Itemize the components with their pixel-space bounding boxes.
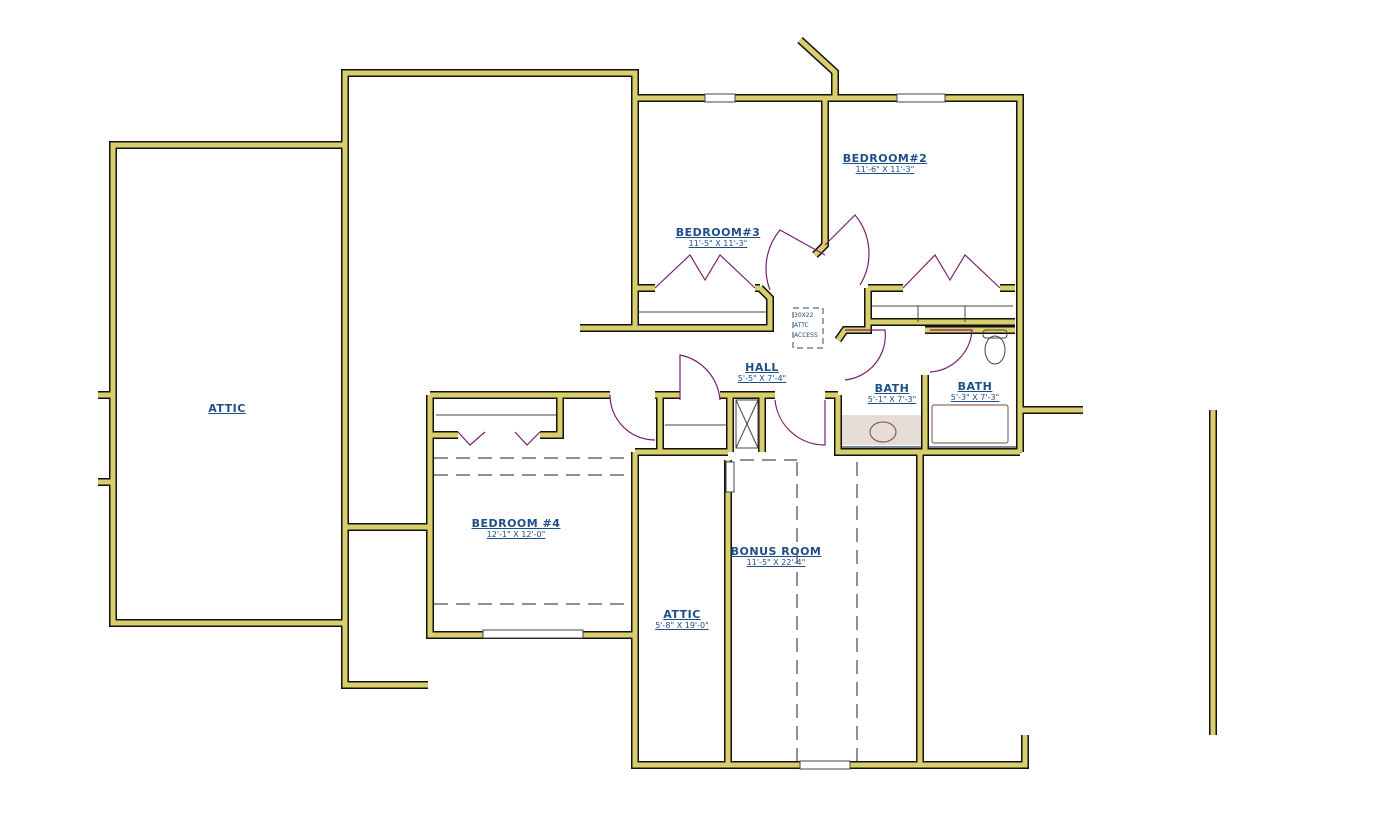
room-name: BEDROOM#2 [842, 152, 928, 165]
wall-segment [635, 95, 1023, 452]
wall-segment [342, 623, 428, 688]
dashed-lines [434, 457, 858, 762]
room-name: ATTIC [208, 402, 246, 415]
doors [457, 214, 1001, 446]
room-dims: 11'-6" X 11'-3" [855, 165, 915, 174]
room-name: BONUS ROOM [730, 545, 822, 558]
room-name: BEDROOM #4 [471, 517, 561, 530]
attic-access-line: ACCESS [794, 332, 818, 339]
walls [98, 37, 1217, 769]
wall-segment [864, 288, 1015, 326]
room-dims: 11'-5" X 11'-3" [688, 239, 748, 248]
wall-segment [110, 142, 348, 626]
room-label-attic-left: ATTIC [208, 402, 246, 415]
room-name: BATH [874, 382, 910, 395]
wall-segment [798, 38, 838, 98]
attic-access-line: ATTC [794, 322, 809, 329]
wall-segment [341, 623, 428, 689]
fixtures [436, 93, 1013, 770]
wall-segment [580, 285, 774, 332]
room-dims: 5'-3" X 7'-3" [950, 393, 1000, 402]
wall-segment [835, 322, 871, 342]
wall-segment [540, 395, 563, 438]
wall-segment [109, 141, 349, 627]
wall-segment [580, 286, 773, 331]
room-name: BEDROOM#3 [675, 226, 761, 239]
room-dims: 5'-1" X 7'-3" [867, 395, 917, 404]
attic-access-line: 30X22 [794, 312, 814, 319]
room-dims: 11'-5" X 22'-4" [746, 558, 806, 567]
room-dims: 12'-1" X 12'-0" [486, 530, 546, 539]
room-name: HALL [745, 361, 779, 374]
wall-segment [865, 288, 1015, 325]
wall-segment [813, 98, 828, 257]
wall-segment [426, 395, 635, 639]
room-dims: 5'-5" X 7'-4" [737, 374, 787, 383]
room-dims: 5'-8" X 19'-0" [655, 621, 709, 630]
wall-segment [835, 395, 1020, 455]
wall-segment [427, 395, 635, 638]
wall-segment [341, 69, 639, 145]
room-name: BATH [957, 380, 993, 393]
wall-segment [342, 70, 638, 145]
room-name: ATTIC [663, 608, 701, 621]
